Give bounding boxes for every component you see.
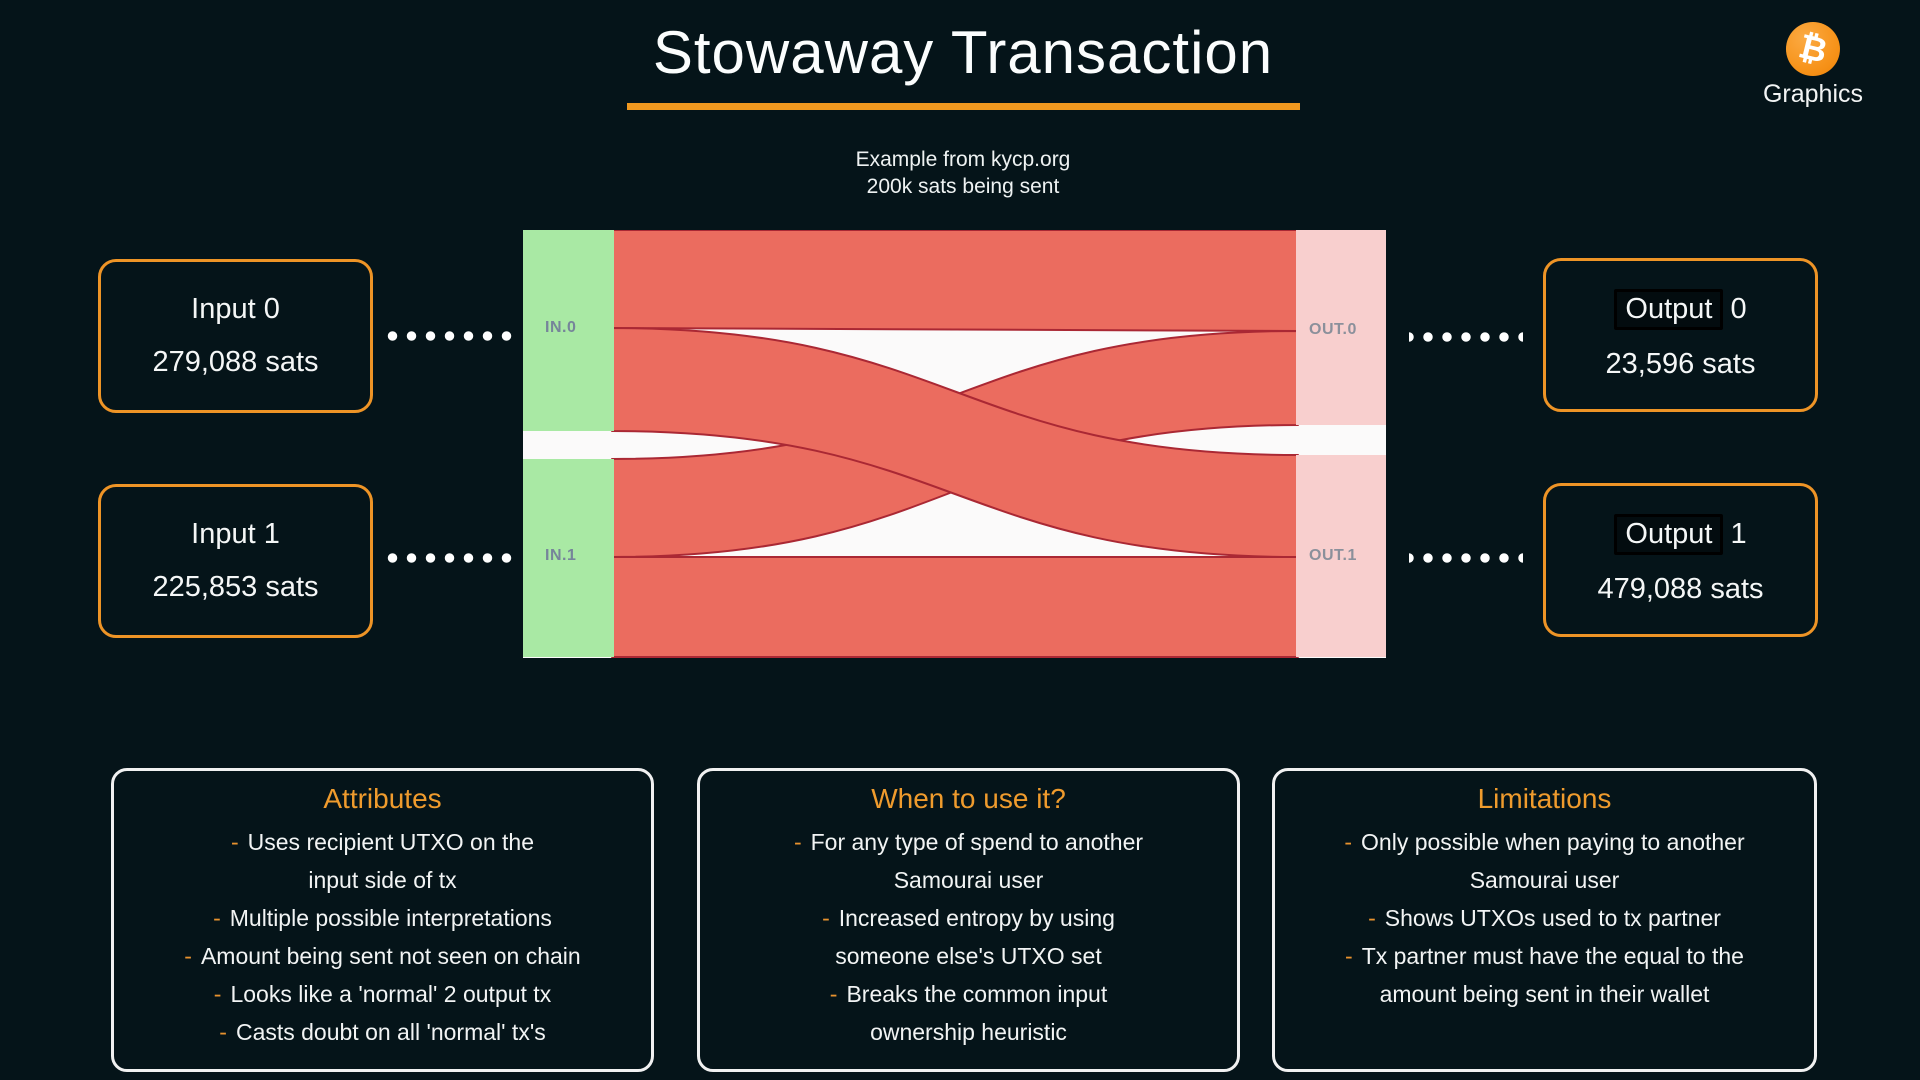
bullet-line: someone else's UTXO set: [835, 943, 1102, 969]
output-0-label-index: 0: [1730, 293, 1747, 325]
input-0-amount: 279,088 sats: [152, 346, 319, 379]
input-1-amount: 225,853 sats: [152, 571, 319, 604]
input-1-label: Input 1: [191, 517, 280, 550]
dotted-connector-output-0: [1409, 332, 1523, 342]
sankey-svg: [523, 230, 1386, 658]
bullet-line: input side of tx: [308, 867, 457, 893]
bullet-line: -Amount being sent not seen on chain: [184, 943, 581, 969]
bullet-line: -Looks like a 'normal' 2 output tx: [213, 981, 552, 1007]
info-box-attributes-title: Attributes: [323, 783, 442, 814]
bullet-line: -Uses recipient UTXO on the: [230, 829, 534, 855]
input-0-card: Input 0 279,088 sats: [98, 259, 373, 413]
bullet-line: -Multiple possible interpretations: [213, 905, 552, 931]
info-box-when-title: When to use it?: [871, 783, 1066, 814]
bullet-line: -Casts doubt on all 'normal' tx's: [219, 1019, 546, 1045]
output-1-label-index: 1: [1730, 518, 1747, 550]
bullet-line: -Tx partner must have the equal to the: [1345, 943, 1744, 969]
subtitle-line-1: Example from kycp.org: [855, 148, 1071, 171]
bullet-line: ownership heuristic: [870, 1019, 1067, 1045]
brand-label: Graphics: [1762, 80, 1864, 108]
bullet-line: -Shows UTXOs used to tx partner: [1368, 905, 1721, 931]
dotted-connector-output-1: [1409, 553, 1523, 563]
sankey-node-label-out1: OUT.1: [1309, 547, 1357, 564]
page-title: Stowaway Transaction: [652, 19, 1274, 86]
output-0-amount: 23,596 sats: [1605, 348, 1756, 380]
input-1-card: Input 1 225,853 sats: [98, 484, 373, 638]
bitcoin-symbol: ₿: [1795, 26, 1832, 71]
bullet-line: -Increased entropy by using: [822, 905, 1115, 931]
title-underline: [627, 103, 1300, 110]
subtitle-line-2: 200k sats being sent: [866, 175, 1060, 198]
bullet-line: -Breaks the common input: [829, 981, 1108, 1007]
bullet-line: Samourai user: [1469, 867, 1620, 893]
bitcoin-logo-icon: ₿: [1785, 22, 1840, 76]
sankey-diagram: IN.0 IN.1 OUT.0 OUT.1: [523, 230, 1386, 658]
sankey-node-label-in1: IN.1: [545, 547, 577, 564]
output-0-label-word: Output: [1614, 289, 1724, 330]
subtitle: Example from kycp.org 200k sats being se…: [856, 146, 1071, 200]
sankey-node-label-in0: IN.0: [545, 319, 577, 336]
bullet-line: Samourai user: [893, 867, 1044, 893]
bullet-line: -Only possible when paying to another: [1344, 829, 1745, 855]
dotted-connector-input-1: [383, 553, 516, 563]
info-box-when-to-use: When to use it? -For any type of spend t…: [697, 768, 1240, 1072]
sankey-node-label-out0: OUT.0: [1309, 321, 1357, 338]
brand: ₿ Graphics: [1763, 22, 1863, 109]
dotted-connector-input-0: [383, 331, 516, 341]
info-box-limitations: Limitations -Only possible when paying t…: [1272, 768, 1817, 1072]
input-0-label: Input 0: [191, 292, 280, 325]
output-1-label-word: Output: [1614, 514, 1724, 555]
output-1-amount: 479,088 sats: [1597, 573, 1764, 605]
info-box-limitations-title: Limitations: [1477, 783, 1612, 814]
bullet-line: amount being sent in their wallet: [1379, 981, 1710, 1007]
bullet-line: -For any type of spend to another: [793, 829, 1144, 855]
info-box-attributes: Attributes -Uses recipient UTXO on the i…: [111, 768, 654, 1072]
